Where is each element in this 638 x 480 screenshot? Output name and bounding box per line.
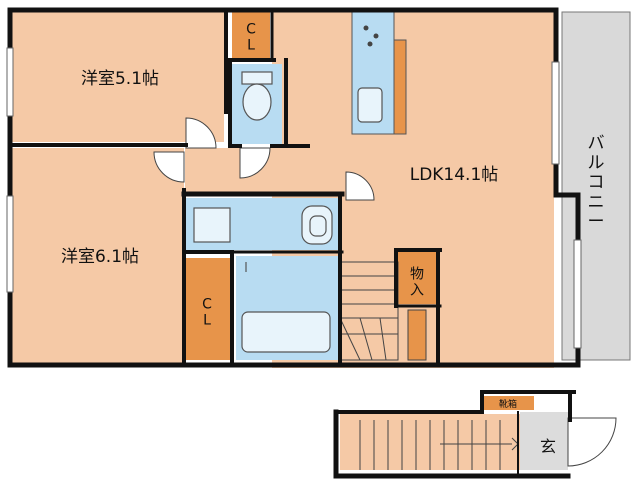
room-label-balcony: バルコニー [588, 134, 605, 232]
ldk-fill-ext [185, 148, 285, 193]
stairs-upper [339, 261, 427, 361]
balcony-fill [561, 11, 631, 361]
room-label-entrance: 玄 [540, 437, 556, 456]
room-label-ldk: LDK14.1帖 [410, 165, 499, 185]
closet-top-fill [232, 12, 270, 58]
closet-left-fill [186, 258, 230, 360]
stairs-lower [359, 420, 519, 470]
toilet-icon [241, 71, 273, 121]
windows [6, 47, 582, 349]
door-swings [153, 117, 617, 467]
stove-icon [363, 25, 379, 47]
storage-fill [398, 252, 436, 304]
washbasin-icon [193, 205, 333, 245]
sink-icon [357, 87, 383, 123]
room-label-western-6: 洋室6.1帖 [61, 247, 139, 267]
room-label-western-5: 洋室5.1帖 [81, 69, 159, 89]
bathtub-icon [241, 262, 331, 353]
room-label-storage: 物入 [410, 266, 424, 298]
western-room-6-fill [12, 148, 184, 363]
room-label-shoebox: 靴箱 [499, 398, 517, 410]
entrance-fill [520, 412, 568, 470]
kitchen-side [393, 39, 407, 135]
shoebox-fill [482, 396, 534, 410]
